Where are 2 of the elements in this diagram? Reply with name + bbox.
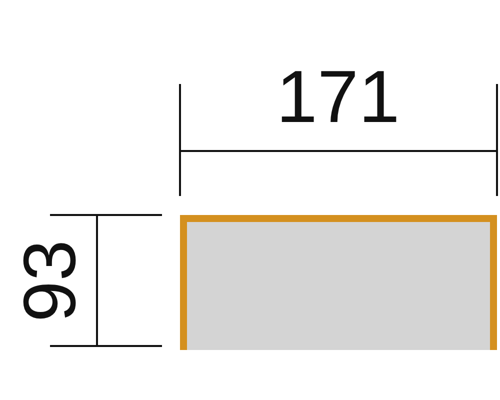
dimension-label: 93 <box>13 240 87 322</box>
dimension-label: 171 <box>276 60 400 134</box>
